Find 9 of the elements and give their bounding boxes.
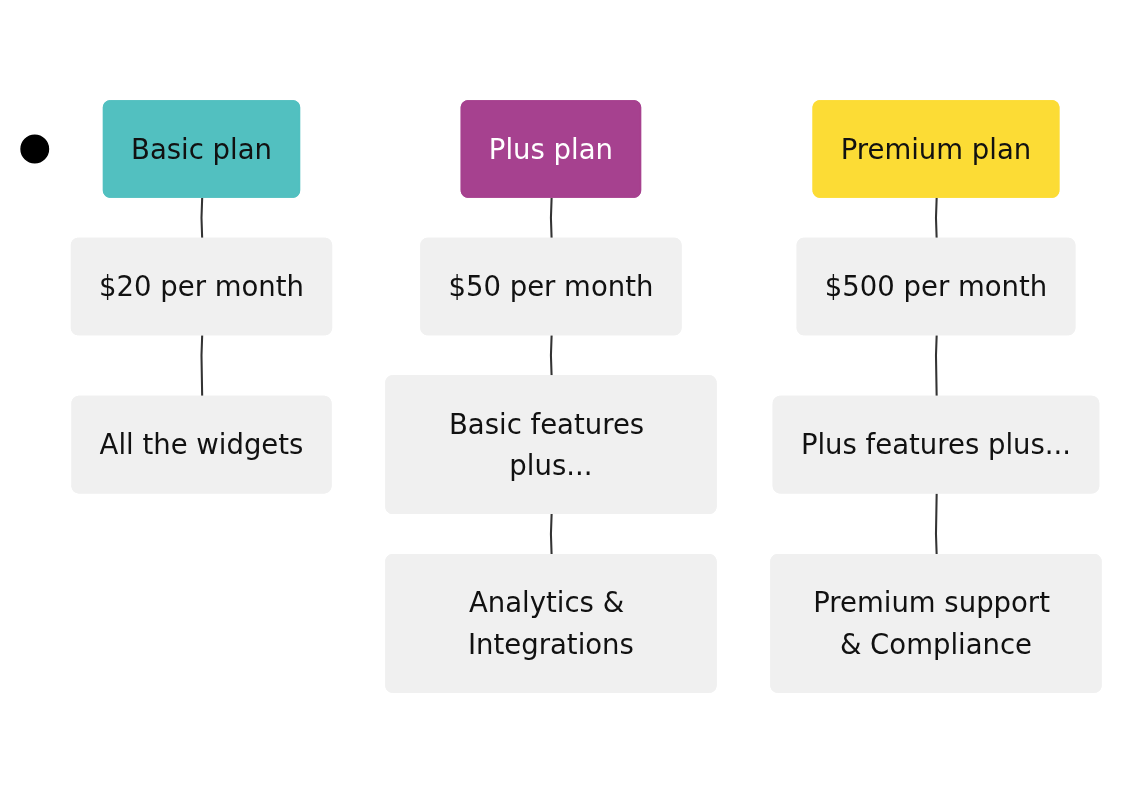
connector [934,493,938,556]
connector [549,197,553,240]
connector [549,335,553,377]
connector [934,335,938,398]
node-circle [20,134,50,164]
connector [200,335,204,398]
connector [200,197,204,240]
connector [934,197,938,240]
connector [549,514,553,556]
